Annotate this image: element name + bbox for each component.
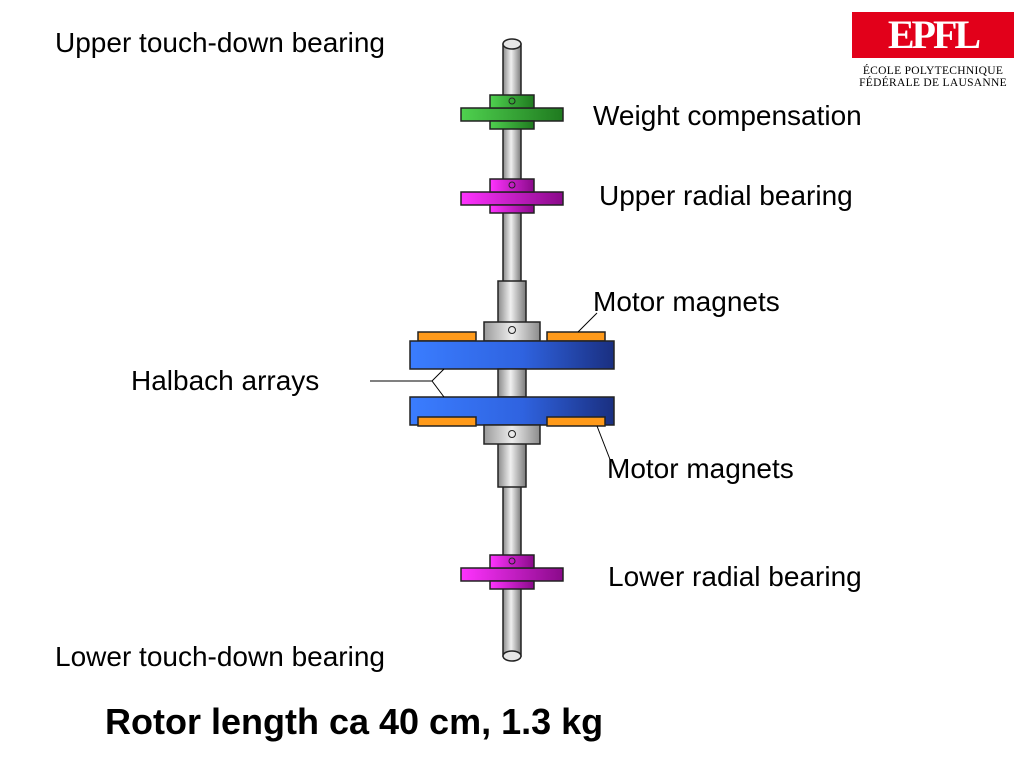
upper-motor-magnets-label: Motor magnets — [593, 286, 780, 317]
epfl-logo-block: EPFL — [852, 12, 1014, 58]
lower-motor-magnets-label: Motor magnets — [607, 453, 794, 484]
lower-motor-magnet-right — [546, 416, 606, 427]
caption: Rotor length ca 40 cm, 1.3 kg — [105, 701, 604, 742]
lower-motor-magnet-left — [417, 416, 477, 427]
halbach-spacer — [497, 368, 527, 398]
weight-compensation-disk — [460, 94, 564, 130]
lower-motor-hub — [483, 424, 541, 445]
upper-motor-magnet-right — [546, 331, 606, 342]
halbach-arrays-label: Halbach arrays — [131, 365, 320, 396]
epfl-logo-line-2: FÉDÉRALE DE LAUSANNE — [859, 77, 1007, 89]
rotor-core-shaft — [497, 280, 527, 488]
weight-compensation-label: Weight compensation — [593, 100, 862, 131]
epfl-logo: EPFL ÉCOLE POLYTECHNIQUE FÉDÉRALE DE LAU… — [852, 12, 1014, 90]
upper-radial-bearing — [460, 178, 564, 214]
upper-motor-magnet-left — [417, 331, 477, 342]
upper-halbach-array — [409, 340, 615, 370]
lower-touchdown-bearing-label: Lower touch-down bearing — [55, 641, 385, 672]
upper-radial-bearing-label: Upper radial bearing — [599, 180, 853, 211]
epfl-logo-line-1: ÉCOLE POLYTECHNIQUE — [862, 65, 1004, 77]
upper-touchdown-bearing-label: Upper touch-down bearing — [55, 27, 385, 58]
leader-lines — [370, 312, 612, 463]
lower-radial-bearing — [460, 554, 564, 590]
upper-motor-hub — [483, 321, 541, 342]
lower-radial-bearing-label: Lower radial bearing — [608, 561, 862, 592]
epfl-logo-mark: EPFL — [887, 12, 981, 57]
